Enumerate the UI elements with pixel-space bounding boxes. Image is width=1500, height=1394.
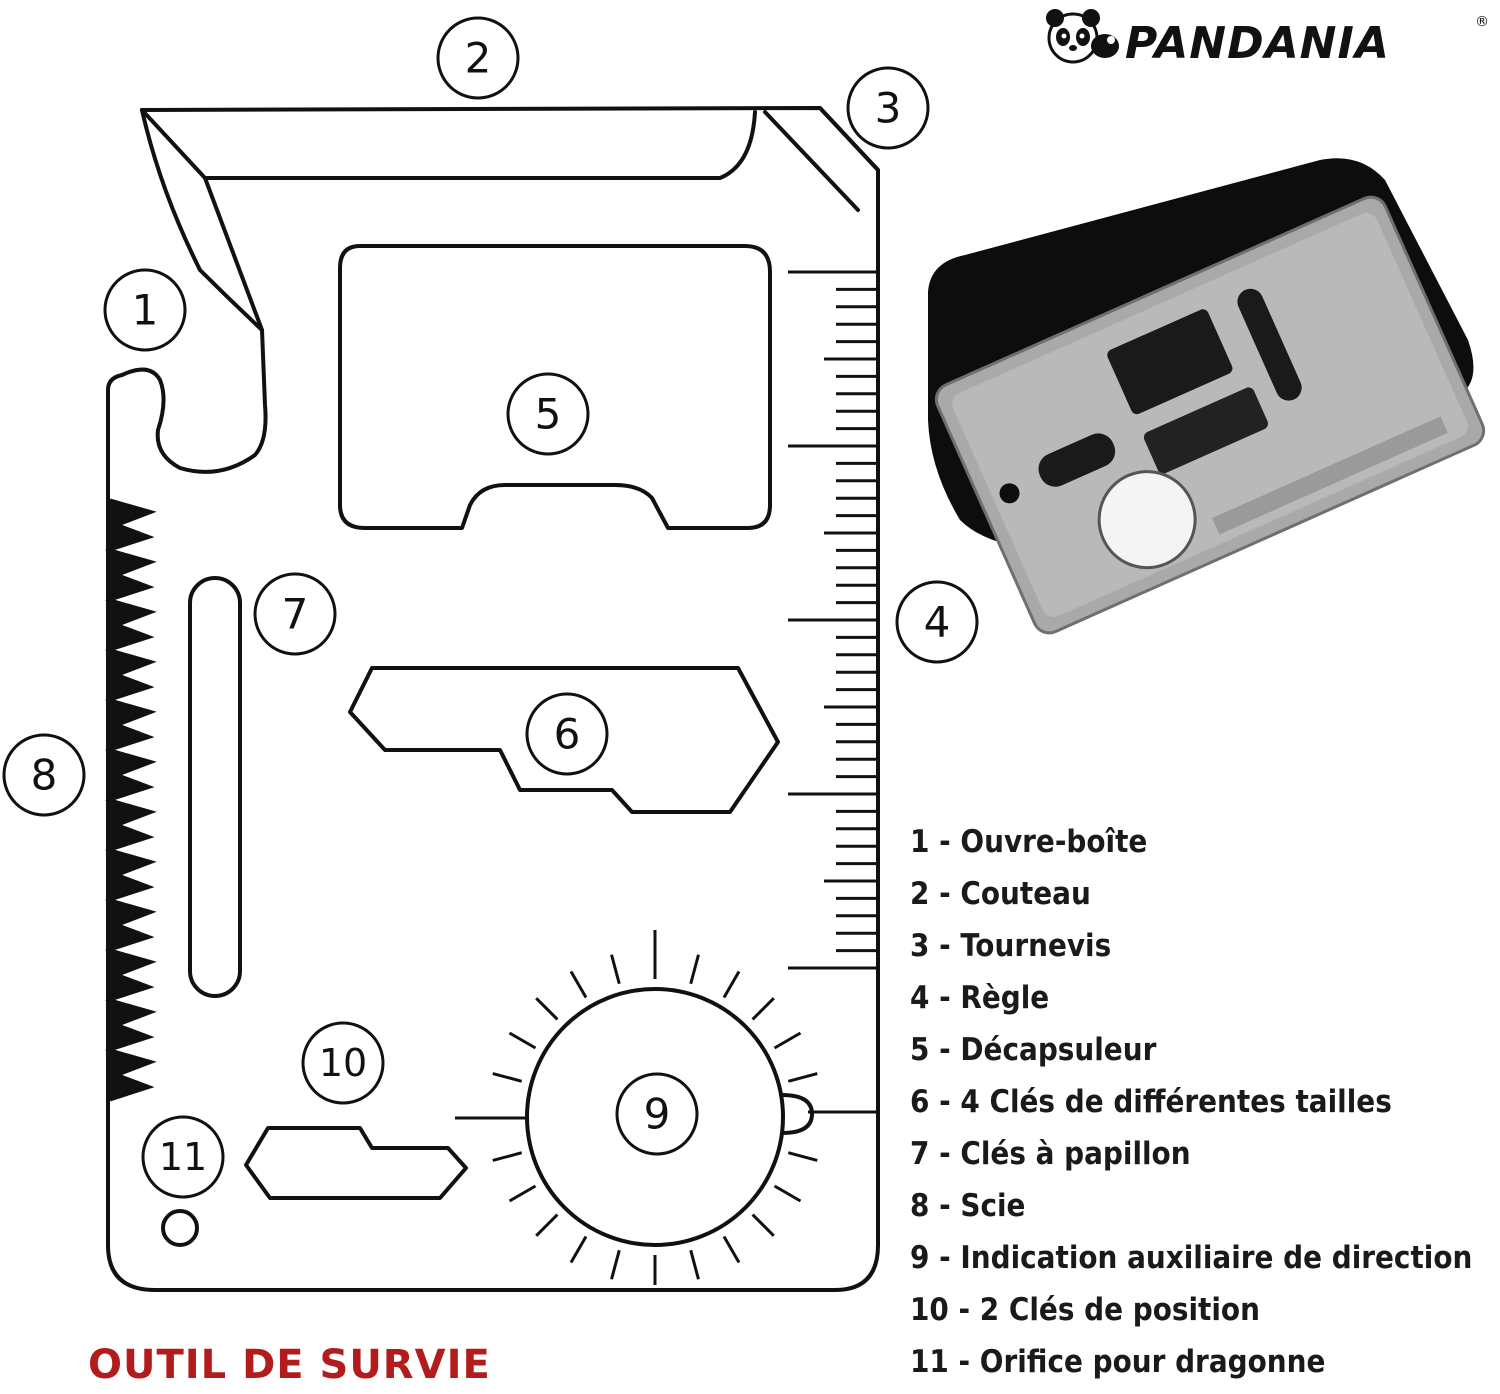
butterfly-wrench-slot [188,576,242,998]
legend-item-8: 8 - Scie [910,1188,1025,1224]
wheel-spoke [535,997,559,1021]
callout-6: 6 [525,692,609,776]
legend-item-1: 1 - Ouvre-boîte [910,824,1147,860]
wheel-spoke [722,970,741,999]
card-outline [106,106,880,1292]
svg-text:10: 10 [319,1041,367,1085]
panda-logo-icon [1046,9,1119,64]
wheel-spoke [773,1031,802,1050]
registered-icon: ® [1475,14,1489,30]
brand-logo: PANDANIA ® [1046,9,1489,69]
callout-1: 1 [103,268,187,352]
legend-item-4: 4 - Règle [910,980,1049,1016]
legend-item-11: 11 - Orifice pour dragonne [910,1344,1325,1380]
legend-item-6: 6 - 4 Clés de différentes tailles [910,1084,1392,1120]
callout-9: 9 [615,1072,699,1156]
wheel-spoke [773,1184,802,1203]
callout-11: 11 [141,1115,225,1199]
legend-item-5: 5 - Décapsuleur [910,1032,1157,1068]
legend-item-3: 3 - Tournevis [910,928,1111,964]
wheel-spoke [508,1184,537,1203]
callout-10: 10 [301,1021,385,1105]
wheel-spoke [492,1072,523,1083]
wheel-spoke [610,1249,621,1280]
wheel-spoke [722,1235,741,1264]
svg-text:6: 6 [554,710,581,759]
wheel-spoke [787,1151,818,1162]
wrench-cutout [348,666,780,814]
saw-tooth-strip [104,498,157,1102]
callout-4: 4 [895,580,979,664]
legend-item-10: 10 - 2 Clés de position [910,1292,1260,1328]
legend-item-7: 7 - Clés à papillon [910,1136,1191,1172]
legend-item-9: 9 - Indication auxiliaire de direction [910,1240,1472,1276]
svg-text:3: 3 [875,84,902,133]
svg-text:1: 1 [132,286,159,335]
svg-text:7: 7 [282,590,309,639]
svg-text:9: 9 [644,1090,671,1139]
brand-name: PANDANIA [1125,18,1390,69]
ruler [788,270,876,970]
svg-text:4: 4 [924,598,951,647]
svg-text:11: 11 [159,1135,207,1179]
legend: 1 - Ouvre-boîte 2 - Couteau 3 - Tournevi… [910,824,1472,1380]
wheel-spoke [689,1249,700,1280]
wheel-spoke [689,954,700,985]
bottle-opener-cutout [338,244,772,530]
wheel-spoke [569,970,588,999]
wheel-spoke [492,1151,523,1162]
wheel-spoke [751,1213,775,1237]
wheel-spoke [610,954,621,985]
diagram-title: OUTIL DE SURVIE [88,1342,491,1388]
callout-7: 7 [253,572,337,656]
wheel-spoke [508,1031,537,1050]
wheel-spoke [751,997,775,1021]
wheel-spoke [569,1235,588,1264]
lanyard-hole [161,1209,199,1247]
saw-teeth [104,498,157,1102]
svg-text:5: 5 [535,390,562,439]
callout-2: 2 [436,16,520,100]
svg-text:8: 8 [31,751,58,800]
product-photo [928,158,1486,635]
position-wrench-cutout [244,1126,468,1200]
callout-5: 5 [506,372,590,456]
legend-item-2: 2 - Couteau [910,876,1091,912]
wheel-spoke [535,1213,559,1237]
callout-3: 3 [846,66,930,150]
callout-8: 8 [2,733,86,817]
svg-text:2: 2 [465,34,492,83]
wheel-spoke [787,1072,818,1083]
